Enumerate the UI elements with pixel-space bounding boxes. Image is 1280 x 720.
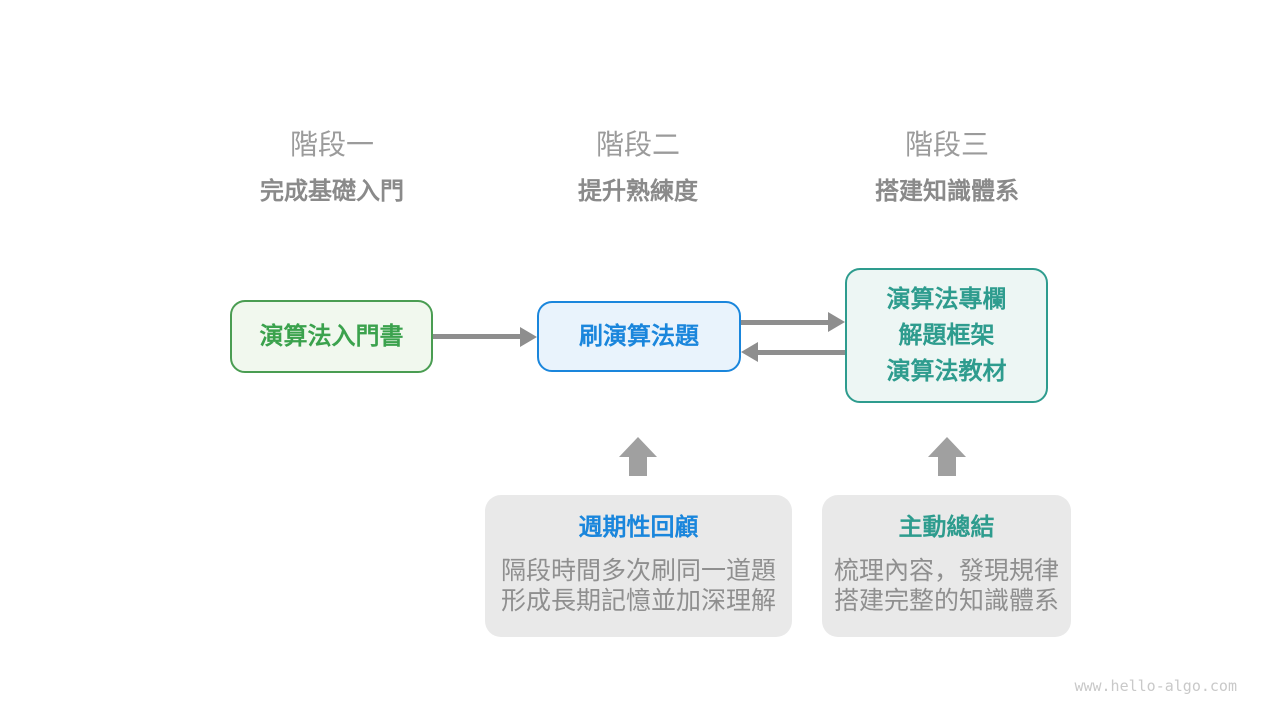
arrow-right-icon — [741, 320, 829, 325]
node-advanced-resources-line-2: 解題框架 — [898, 321, 995, 349]
stage-3-header: 階段三 搭建知識體系 — [787, 128, 1107, 208]
note-active-summary-line-1: 梳理內容，發現規律 — [833, 557, 1059, 585]
stage-1-subtitle: 完成基礎入門 — [260, 178, 404, 205]
arrow-right-head-icon — [520, 327, 537, 347]
arrow-left-icon — [758, 350, 845, 355]
stage-1-label: 階段一 — [289, 129, 374, 160]
node-intro-book: 演算法入門書 — [230, 300, 433, 373]
arrow-right-icon — [433, 334, 521, 339]
node-advanced-resources-line-1: 演算法專欄 — [886, 285, 1007, 313]
note-periodic-review-line-2: 形成長期記憶並加深理解 — [500, 587, 776, 615]
note-active-summary: 主動總結 梳理內容，發現規律 搭建完整的知識體系 — [822, 495, 1071, 637]
node-practice-problems: 刷演算法題 — [537, 301, 741, 372]
note-periodic-review: 週期性回顧 隔段時間多次刷同一道題 形成長期記憶並加深理解 — [485, 495, 792, 637]
note-active-summary-line-2: 搭建完整的知識體系 — [833, 587, 1059, 615]
node-intro-book-label: 演算法入門書 — [259, 322, 404, 350]
node-advanced-resources: 演算法專欄 解題框架 演算法教材 — [845, 268, 1048, 403]
note-periodic-review-line-1: 隔段時間多次刷同一道題 — [500, 557, 776, 585]
stage-3-label: 階段三 — [904, 129, 989, 160]
stage-2-subtitle: 提升熟練度 — [578, 178, 698, 205]
arrow-right-head-icon — [828, 312, 845, 332]
stage-1-header: 階段一 完成基礎入門 — [172, 128, 492, 208]
watermark: www.hello-algo.com — [1074, 677, 1237, 695]
node-practice-problems-label: 刷演算法題 — [579, 322, 699, 350]
stage-2-label: 階段二 — [595, 129, 680, 160]
note-active-summary-title: 主動總結 — [898, 514, 995, 541]
block-arrow-up-icon — [928, 437, 966, 476]
stage-3-subtitle: 搭建知識體系 — [875, 178, 1019, 205]
block-arrow-up-icon — [619, 437, 657, 476]
note-periodic-review-body: 隔段時間多次刷同一道題 形成長期記憶並加深理解 — [485, 556, 792, 616]
stage-2-header: 階段二 提升熟練度 — [478, 128, 798, 208]
node-advanced-resources-line-3: 演算法教材 — [886, 357, 1007, 385]
note-periodic-review-title: 週期性回顧 — [578, 514, 699, 541]
note-active-summary-body: 梳理內容，發現規律 搭建完整的知識體系 — [822, 556, 1071, 616]
arrow-left-head-icon — [741, 342, 758, 362]
